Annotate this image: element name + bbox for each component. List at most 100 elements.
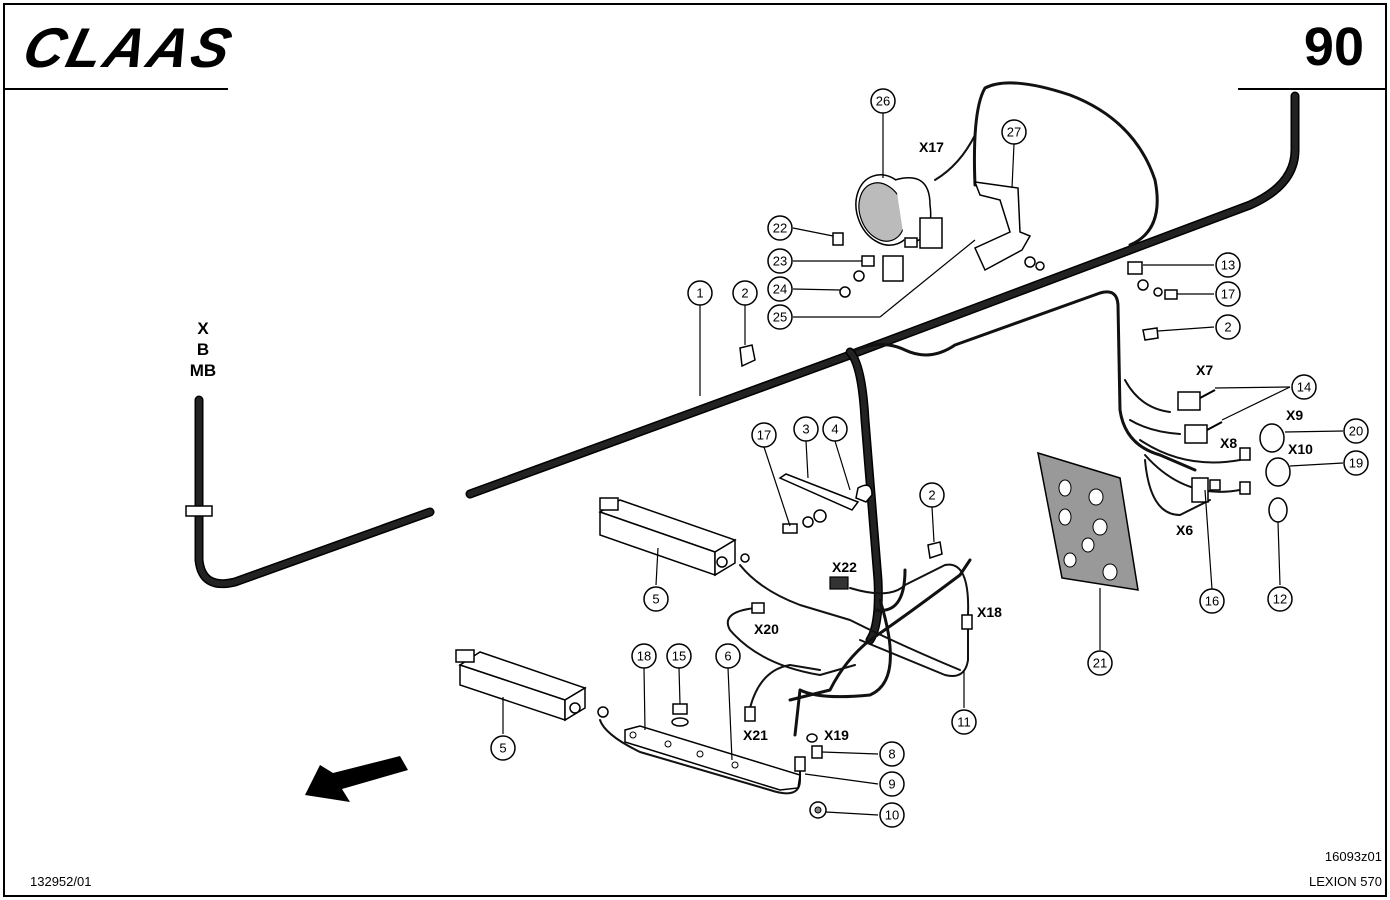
callout-25: 25: [767, 304, 793, 330]
callout-23: 23: [767, 248, 793, 274]
wire-x22: [849, 563, 970, 616]
callout-17-right: 17: [1215, 281, 1241, 307]
callout-9: 9: [879, 771, 905, 797]
drawing-reference: 16093z01: [1324, 849, 1382, 864]
connector-9-plug: [794, 756, 806, 772]
callout-label: 16: [1205, 594, 1219, 609]
travel-direction-arrow-icon: [305, 756, 408, 802]
connector-label-x21: X21: [743, 727, 768, 743]
callout-15: 15: [666, 643, 692, 669]
callout-label: 27: [1007, 125, 1021, 140]
toggle-switch-upper: [1177, 389, 1216, 411]
connector-x20-plug: [751, 602, 765, 614]
callout-27: 27: [1001, 119, 1027, 145]
callout-label: 17: [1221, 287, 1235, 302]
connector-label-x7: X7: [1196, 362, 1213, 378]
connector-label-x22: X22: [832, 559, 857, 575]
callout-label: 26: [876, 94, 890, 109]
callout-label: 2: [1224, 320, 1231, 335]
callout-label: 22: [773, 221, 787, 236]
grommet: [185, 505, 213, 517]
callout-6: 6: [715, 643, 741, 669]
connector-label-x9: X9: [1286, 407, 1303, 423]
wire-x20: [726, 607, 856, 676]
connector-label-x10: X10: [1288, 441, 1313, 457]
model-name: LEXION 570: [1309, 874, 1382, 889]
callout-label: 4: [831, 422, 838, 437]
callout-5-lower: 5: [490, 735, 516, 761]
callout-label: 5: [499, 741, 506, 756]
callout-label: 18: [637, 649, 651, 664]
connector-label-x8: X8: [1220, 435, 1237, 451]
wire-x21: [749, 664, 821, 709]
bracket-strip: [624, 725, 801, 791]
callout-label: 2: [741, 286, 748, 301]
branch-wire-x9: [1139, 439, 1241, 464]
sealing-ring: [1268, 497, 1288, 523]
callout-label: 14: [1297, 380, 1311, 395]
callout-label: 25: [773, 310, 787, 325]
callout-label: 12: [1273, 592, 1287, 607]
callout-label: 10: [885, 808, 899, 823]
callout-26: 26: [870, 88, 896, 114]
main-harness: [185, 91, 1300, 589]
switch-16: [1191, 477, 1221, 503]
callout-18: 18: [631, 643, 657, 669]
rotary-switch-x9: [1239, 423, 1285, 461]
callout-12: 12: [1267, 586, 1293, 612]
harness-loop: [788, 558, 972, 737]
rotary-switch-x10: [1239, 457, 1291, 495]
clamp-fasteners: [1127, 261, 1178, 300]
callout-3: 3: [793, 416, 819, 442]
callout-11: 11: [951, 709, 977, 735]
wire-actuator: [739, 564, 961, 671]
clip-middle: [927, 541, 943, 559]
lamp-cable-x17: [934, 134, 976, 181]
clip-top: [739, 344, 756, 368]
clip-right: [1142, 327, 1159, 341]
connector-x21-plug: [744, 706, 756, 722]
cable-clip: [855, 484, 873, 503]
callout-label: 24: [773, 282, 787, 297]
grommet-10-inner: [814, 806, 822, 814]
harness-end-label: X B MB: [183, 318, 223, 381]
callout-13: 13: [1215, 252, 1241, 278]
callout-22: 22: [767, 215, 793, 241]
actuator-lower: [455, 649, 609, 722]
connector-x22-plug: [829, 576, 849, 590]
connector-label-x6: X6: [1176, 522, 1193, 538]
mounting-bracket: [778, 473, 860, 511]
connector-label-x18: X18: [977, 604, 1002, 620]
callout-21: 21: [1087, 650, 1113, 676]
document-reference: 132952/01: [30, 874, 92, 889]
callout-20: 20: [1343, 418, 1369, 444]
callout-10: 10: [879, 802, 905, 828]
callout-2-middle: 2: [919, 482, 945, 508]
branch-wire-x6: [1144, 459, 1211, 516]
callout-label: 15: [672, 649, 686, 664]
leader-lines: [502, 113, 1344, 816]
callout-2-top: 2: [732, 280, 758, 306]
bolt-15: [671, 703, 689, 727]
actuator-upper: [598, 497, 750, 577]
connector-label-x19: X19: [824, 727, 849, 743]
lamp-fasteners: [832, 232, 904, 298]
wire-x18: [859, 624, 969, 677]
lamp-bracket: [973, 181, 1045, 272]
callout-label: 23: [773, 254, 787, 269]
branch-wire-x10: [1144, 454, 1241, 493]
harness-end-label-line: B: [196, 340, 210, 359]
toggle-switch-lower: [1184, 421, 1223, 444]
callout-17-left: 17: [751, 422, 777, 448]
callout-label: 5: [652, 592, 659, 607]
callout-label: 13: [1221, 258, 1235, 273]
callout-label: 6: [724, 649, 731, 664]
callout-label: 1: [696, 286, 703, 301]
lamp-cable: [972, 81, 1159, 247]
callout-label: 2: [928, 488, 935, 503]
callout-2-right: 2: [1215, 314, 1241, 340]
callout-24: 24: [767, 276, 793, 302]
callout-label: 3: [802, 422, 809, 437]
harness-end-label-line: X: [197, 319, 209, 338]
